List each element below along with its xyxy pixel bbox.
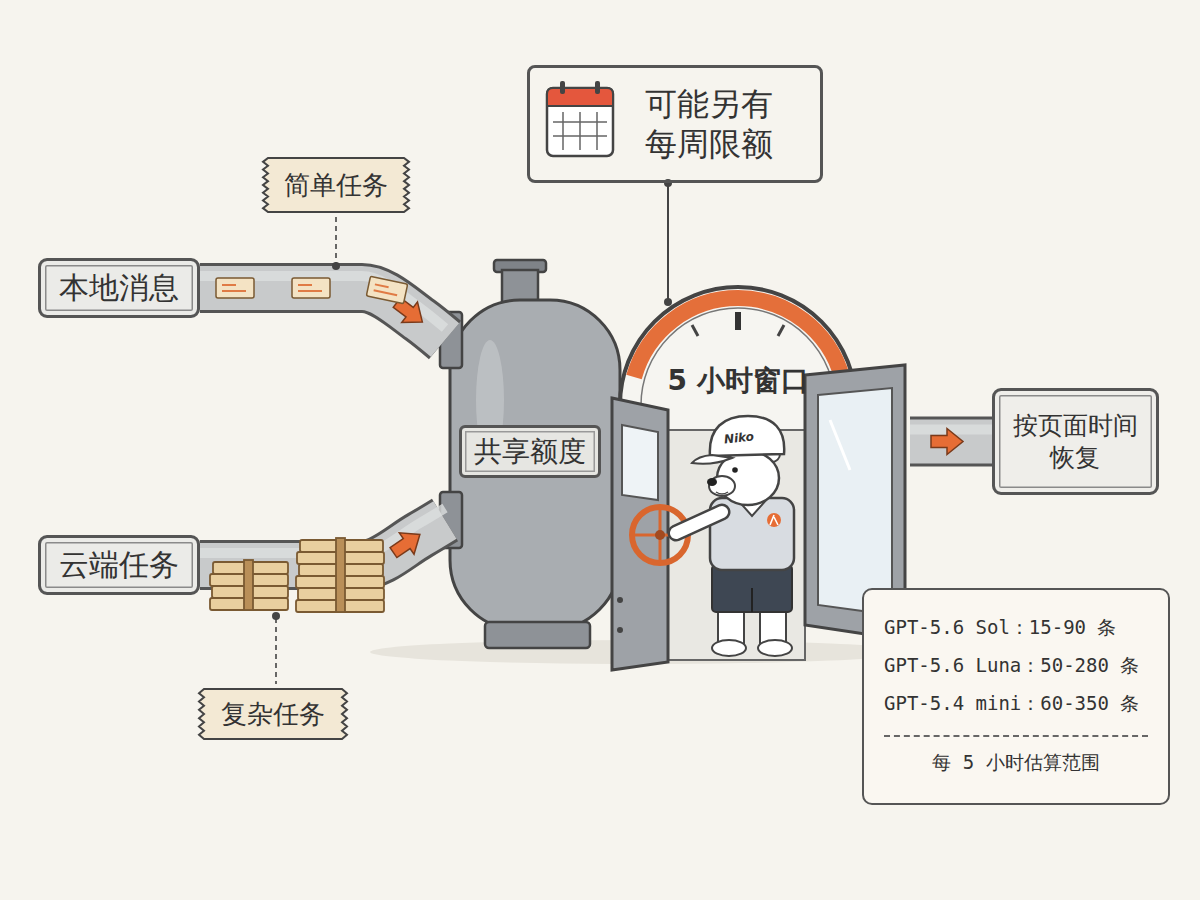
calendar-icon <box>547 81 613 156</box>
tank-base <box>485 622 590 648</box>
door-window <box>622 425 658 500</box>
ticket-body <box>292 278 330 298</box>
tank-shell <box>450 300 620 630</box>
leader-line <box>275 618 277 684</box>
pipe-body <box>910 420 992 464</box>
node-text: 可能另有 每周限额 <box>640 84 778 164</box>
cap-brim <box>692 455 732 464</box>
ticket-lines <box>298 285 322 291</box>
reset-box: 按页面时间 恢复 <box>992 388 1159 495</box>
door-window <box>818 388 892 615</box>
flow-arrow <box>931 429 963 455</box>
leader-connector <box>664 179 672 306</box>
source-box: 云端任务 <box>38 535 200 595</box>
bear-foot <box>712 640 746 656</box>
task-tag: 复杂任务 <box>198 688 348 740</box>
task-tag: 简单任务 <box>262 157 410 213</box>
polar-bear <box>676 416 794 656</box>
paper-stacks <box>210 538 384 612</box>
bear-arm <box>676 512 722 533</box>
ticket <box>216 278 254 298</box>
note-callout: 可能另有 每周限额 <box>527 65 823 183</box>
bear-cap <box>710 416 784 456</box>
leader-dot <box>272 612 280 620</box>
panel-text: GPT-5.4 mini：60-350 条 <box>884 692 1148 716</box>
ticket <box>366 276 407 303</box>
ticket-body <box>366 276 407 303</box>
calendar-grid <box>553 112 607 150</box>
flow-arrow <box>386 524 427 564</box>
ticket-body <box>216 278 254 298</box>
ticket-lines <box>374 284 399 295</box>
pipe-connector <box>910 429 992 455</box>
pipe-connector <box>200 508 445 565</box>
shirt-logo <box>767 513 781 527</box>
pipe-connector <box>200 276 445 340</box>
dial-tick <box>692 325 698 336</box>
leader-line <box>335 217 337 263</box>
dial-tick <box>735 312 741 330</box>
node-text: 云端任务 <box>59 546 179 584</box>
panel-text: GPT-5.6 Sol：15-90 条 <box>884 616 1148 640</box>
door-bolt <box>617 627 623 633</box>
leader-dot <box>332 262 340 270</box>
dial-tick <box>778 325 784 336</box>
calendar-header <box>547 88 613 106</box>
bear-arm-outline <box>676 512 722 533</box>
pipe-wall <box>910 417 992 467</box>
node-text: 按页面时间 恢复 <box>1009 410 1142 473</box>
door-bolt <box>617 597 623 603</box>
stack-strap <box>244 560 253 610</box>
leader-path <box>667 183 669 302</box>
quota-tank-body <box>440 260 620 648</box>
ticket-lines <box>222 285 246 291</box>
tag-shape <box>263 158 409 212</box>
leader-dot <box>664 298 672 306</box>
bear-shorts <box>712 565 792 612</box>
calendar-page <box>547 88 613 156</box>
wheel-hub <box>655 530 665 540</box>
estimate-panel: GPT-5.6 Sol：15-90 条 GPT-5.6 Luna：50-280 条… <box>862 588 1170 805</box>
glass-glint <box>830 420 850 470</box>
node-text: 共享额度 <box>459 425 601 478</box>
bear-mouth <box>716 492 728 494</box>
calendar-ring <box>595 81 600 94</box>
ticket <box>292 278 330 298</box>
node-text: 复杂任务 <box>221 698 325 731</box>
shirt-logo-mark <box>770 515 778 525</box>
stack-strap <box>336 538 345 612</box>
calendar-ring <box>560 81 565 94</box>
quota-tank: 共享额度 <box>445 285 615 640</box>
node-text: 简单任务 <box>284 169 388 202</box>
tag-shape <box>199 689 347 739</box>
shorts-seam <box>751 588 753 612</box>
panel-text: GPT-5.6 Luna：50-280 条 <box>884 654 1148 678</box>
bear-foot <box>758 640 792 656</box>
bear-eye <box>732 467 738 473</box>
bear-nose <box>707 478 717 486</box>
panel-text: 每 5 小时估算范围 <box>884 735 1148 775</box>
leader-lines <box>272 217 340 684</box>
node-text: 5 小时窗口 <box>667 363 808 398</box>
message-tickets <box>216 276 408 303</box>
source-box: 本地消息 <box>38 258 200 318</box>
node-text: 本地消息 <box>59 269 179 307</box>
